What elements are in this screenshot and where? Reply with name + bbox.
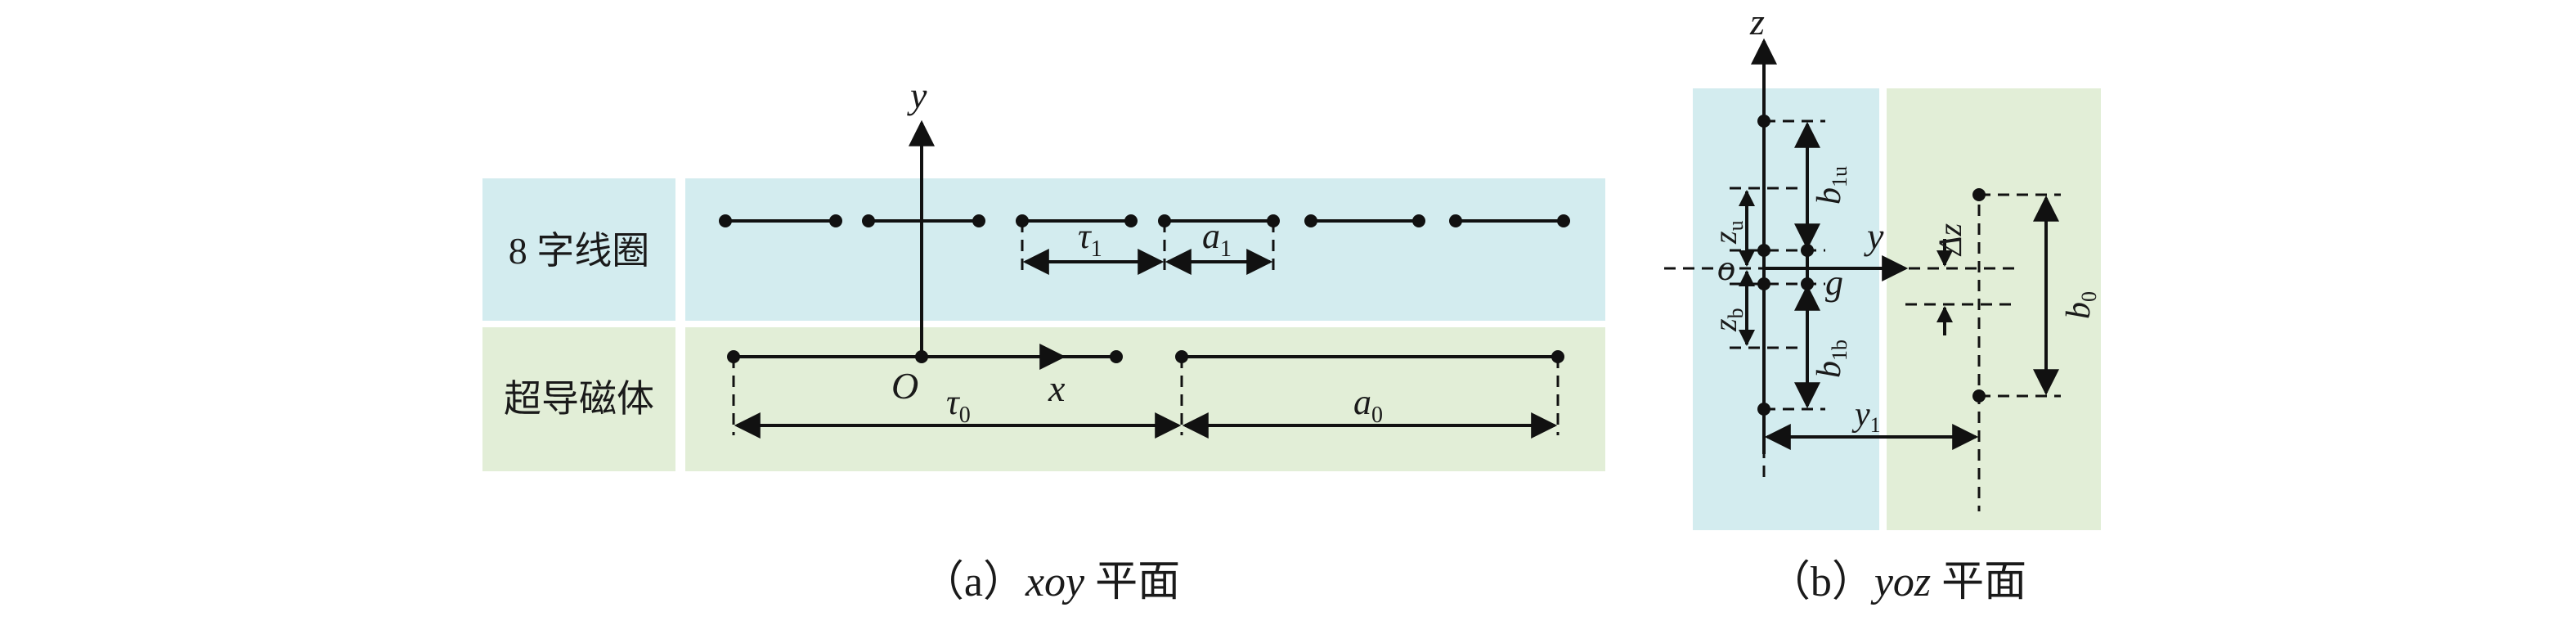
magnet-region-yoz	[1887, 88, 2101, 530]
y-axis-label: y	[907, 74, 927, 116]
b1u-label: b1u	[1811, 166, 1851, 205]
panel-a: 8 字线圈 超导磁体 y τ1 a1	[482, 74, 1605, 605]
coil-label-band	[482, 178, 675, 321]
panel-b: z y o b1u b1b zu zb g	[1664, 1, 2101, 605]
g-label: g	[1825, 263, 1843, 303]
row-label-magnet: 超导磁体	[504, 378, 654, 420]
origin-label-b: o	[1717, 248, 1735, 288]
b1b-label: b1b	[1811, 340, 1851, 378]
coil-band	[685, 178, 1605, 321]
row-label-coil: 8 字线圈	[509, 230, 650, 272]
magnet-band	[685, 327, 1605, 471]
coil-segments	[719, 214, 1570, 227]
tau0-label: τ0	[946, 382, 971, 428]
caption-b: （b）yoz 平面	[1768, 559, 2026, 605]
coil-region-yoz	[1693, 88, 1879, 530]
x-axis-label: x	[1048, 367, 1066, 409]
a1-label: a1	[1202, 216, 1232, 262]
zb-label: zb	[1707, 308, 1748, 332]
y1-label: y1	[1851, 396, 1881, 437]
zu-label: zu	[1707, 220, 1748, 245]
b0-label: b0	[2060, 291, 2101, 319]
tau1-label: τ1	[1078, 216, 1102, 262]
z-axis-label: z	[1749, 1, 1765, 43]
a0-label: a0	[1353, 382, 1383, 428]
y-axis-label-yoz: y	[1864, 215, 1884, 257]
magnet-label-band	[482, 327, 675, 471]
caption-a: （a）xoy 平面	[922, 559, 1180, 605]
origin-label-a: O	[891, 365, 918, 407]
delta-z-label: Δz	[1932, 223, 1968, 257]
